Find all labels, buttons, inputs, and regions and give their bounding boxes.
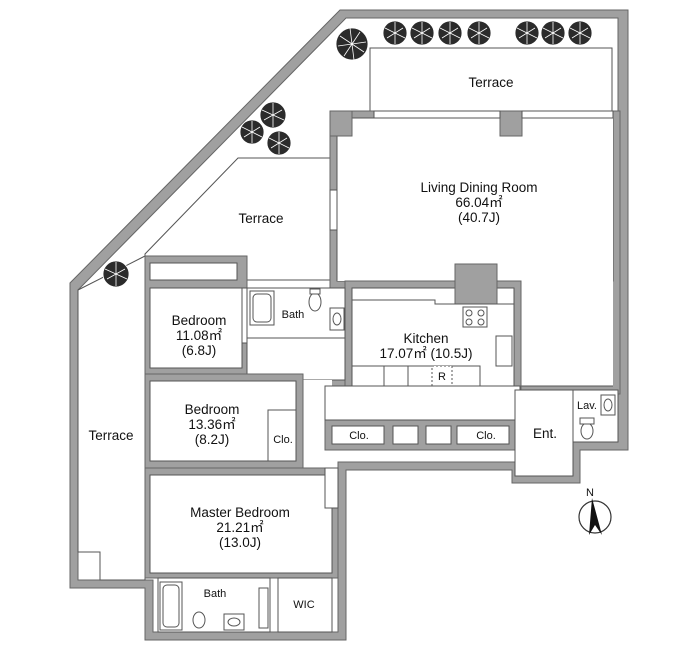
terrace-mid-label: Terrace [238, 211, 283, 226]
bedroom1-name: Bedroom [172, 313, 227, 328]
bedroom1-area: 11.08㎡ [176, 328, 223, 343]
master-bedroom: Master Bedroom 21.21㎡ (13.0J) [144, 467, 339, 579]
entrance-label: Ent. [533, 426, 557, 441]
plant-icon [259, 101, 287, 129]
terrace-mid: Terrace [144, 157, 331, 281]
terrace-top-label: Terrace [468, 75, 513, 90]
toilet-2-icon [192, 611, 206, 629]
bedroom-2: Clo. Bedroom 13.36㎡ (8.2J) [144, 373, 304, 469]
wic-label: WIC [293, 599, 314, 611]
plant-icon [437, 20, 463, 46]
bath-2: Bath [157, 577, 271, 633]
bath1-label: Bath [282, 309, 305, 321]
bedroom2-area: 13.36㎡ [188, 417, 236, 432]
bedroom2-closet [267, 409, 297, 462]
living-jo: (40.7J) [458, 210, 500, 225]
closet-a-label: Clo. [349, 430, 369, 442]
closet-b-label: Clo. [476, 430, 496, 442]
kitchen-name: Kitchen [403, 331, 448, 346]
living-area: 66.04㎡ [455, 195, 503, 210]
master-name: Master Bedroom [190, 505, 290, 520]
plant-icon [514, 20, 540, 46]
compass-icon: N [578, 487, 612, 535]
burner-icons [465, 309, 485, 326]
bedroom1-jo: (6.8J) [182, 343, 217, 358]
lavatory: Lav. [572, 389, 619, 443]
closet-b [456, 425, 510, 445]
bath-1: Bath [246, 287, 346, 339]
master-jo: (13.0J) [219, 535, 261, 550]
terrace-top: Terrace [369, 47, 613, 112]
fridge-label: R [438, 371, 446, 383]
sink-icon [495, 335, 513, 367]
lav-toilet-icon [580, 422, 594, 440]
terrace-left: Terrace [77, 255, 146, 581]
bath2-label: Bath [204, 588, 227, 600]
terrace-left-label: Terrace [88, 428, 133, 443]
toilet-icon [308, 292, 322, 312]
kitchen-area: 17.07㎡ (10.5J) [379, 346, 472, 361]
bedroom2-jo: (8.2J) [195, 432, 230, 447]
plant-icon [567, 20, 593, 46]
plant-icon [382, 20, 408, 46]
plant-icon [335, 27, 369, 61]
plant-icon [102, 260, 130, 288]
living-name: Living Dining Room [420, 180, 537, 195]
plant-icon [266, 130, 292, 156]
lavatory-label: Lav. [577, 400, 597, 412]
master-area: 21.21㎡ [216, 520, 264, 535]
kitchen: R Kitchen 17.07㎡ (10.5J) [344, 263, 522, 394]
plants [102, 20, 593, 288]
kitchen-counter [351, 365, 481, 387]
entrance: Ent. [514, 389, 574, 477]
bedroom-1: Bedroom 11.08㎡ (6.8J) [144, 255, 248, 375]
bedroom2-closet-label: Clo. [273, 434, 293, 446]
plant-icon [409, 20, 435, 46]
closet-a [331, 425, 385, 445]
bedroom2-name: Bedroom [185, 402, 240, 417]
plant-icon [239, 119, 265, 145]
wic: WIC [277, 577, 333, 633]
plant-icon [466, 20, 492, 46]
cooktop-icon [462, 306, 488, 328]
plant-icon [540, 20, 566, 46]
compass-label: N [586, 487, 594, 499]
